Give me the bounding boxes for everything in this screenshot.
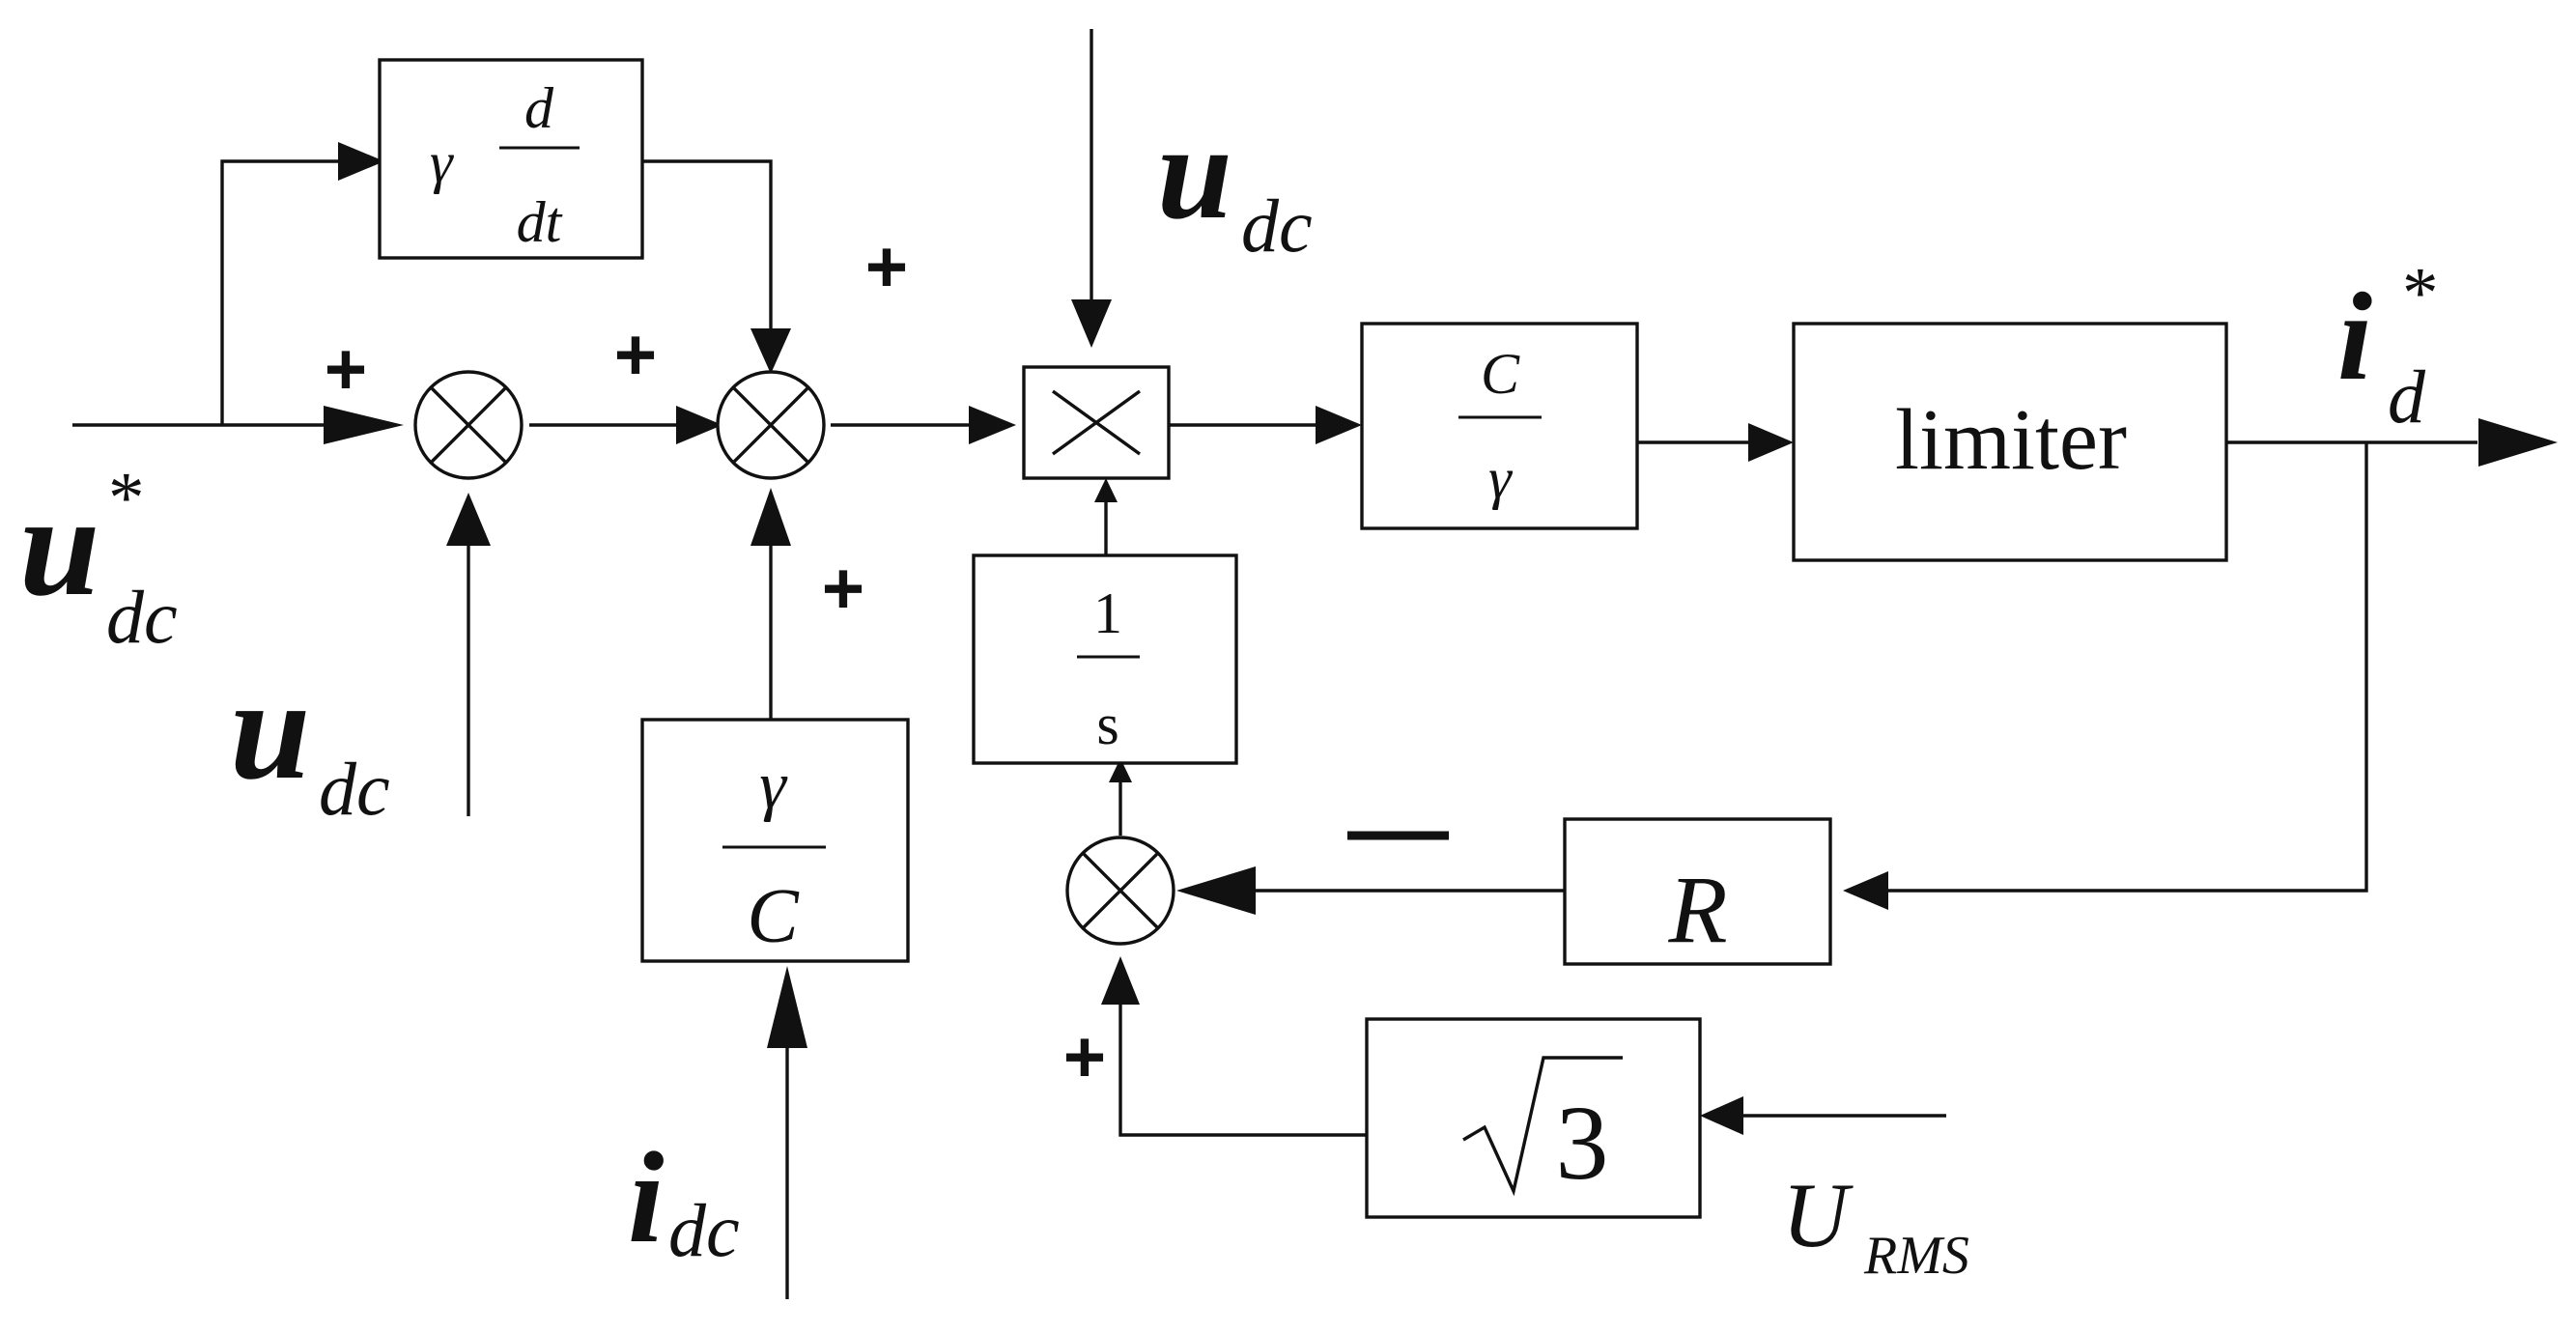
arrow-udc-into-multiplier xyxy=(1071,299,1112,348)
summing-junction-second xyxy=(716,370,826,480)
arrow-into-bottom-sum-from-sqrt3 xyxy=(1101,956,1140,1005)
arrow-idc-into-gamma-over-c xyxy=(767,966,807,1048)
gamma-over-c-c: C xyxy=(747,874,800,959)
sqrt3-label: 3 xyxy=(1462,1056,1623,1202)
arrow-current-reference-output xyxy=(2478,418,2558,467)
arrow-derivative-into-second-sum xyxy=(750,328,791,374)
limiter-label: limiter xyxy=(1895,392,2127,488)
summing-junction-bottom xyxy=(1065,836,1175,946)
resistance-label: R xyxy=(1667,856,1727,963)
c-over-gamma-gamma: γ xyxy=(1488,446,1513,510)
c-over-gamma-c: C xyxy=(1481,342,1520,406)
multiplier-cross xyxy=(1052,389,1141,456)
id-star: * xyxy=(2402,253,2439,333)
limiter-block xyxy=(1792,322,2228,562)
arrow-into-sqrt3 xyxy=(1700,1096,1743,1135)
c-over-gamma-label: C γ xyxy=(1458,342,1542,510)
sqrt3-block xyxy=(1365,1017,1702,1219)
sqrt3-output-wire xyxy=(1118,1005,1367,1137)
reference-dc: dc xyxy=(106,575,178,659)
idc-dc: dc xyxy=(668,1188,740,1272)
summing-junction-first xyxy=(413,370,524,480)
derivative-dt: dt xyxy=(517,190,563,254)
reference-star: * xyxy=(108,458,145,538)
urms-rms: RMS xyxy=(1863,1226,1969,1286)
d-current-reference-label: i * d xyxy=(2337,253,2439,439)
reference-u: u xyxy=(19,466,99,626)
dc-current-label: i dc xyxy=(628,1126,740,1272)
arrow-into-second-sum xyxy=(676,406,722,444)
derivative-branch-wire xyxy=(220,159,348,425)
left-dc-voltage-label: u dc xyxy=(230,649,390,831)
sqrt-radical xyxy=(1462,1056,1623,1197)
plus-sign-first-sum-left: + xyxy=(325,328,367,411)
gamma-over-c-label: γ C xyxy=(722,749,826,959)
id-d: d xyxy=(2388,355,2426,439)
signal-wires xyxy=(72,29,2477,1299)
integrator-s: s xyxy=(1096,693,1118,756)
top-dc: dc xyxy=(1241,184,1313,268)
derivative-gamma: γ xyxy=(430,130,454,194)
arrow-into-multiplier xyxy=(969,406,1016,444)
reference-dc-voltage-label: u * dc xyxy=(19,458,178,659)
integrator-one: 1 xyxy=(1093,581,1122,645)
arrow-integrator-into-multiplier xyxy=(1094,478,1118,502)
gamma-over-c-gamma: γ xyxy=(759,749,788,823)
derivative-block-label: γ d dt xyxy=(430,76,580,254)
plus-sign-second-sum-top: + xyxy=(865,226,908,308)
integrator-label: 1 s xyxy=(1077,581,1140,756)
arrow-bottom-sum-into-integrator xyxy=(1109,758,1132,782)
resistance-block xyxy=(1563,817,1832,966)
derivative-block xyxy=(378,58,644,260)
rms-voltage-label: U RMS xyxy=(1782,1164,1969,1286)
urms-u: U xyxy=(1782,1164,1854,1266)
arrow-into-first-sum xyxy=(324,406,404,444)
arrow-udc-into-first-sum xyxy=(446,493,491,546)
top-dc-voltage-label: u dc xyxy=(1157,98,1313,268)
top-u: u xyxy=(1157,98,1232,247)
arrowheads xyxy=(324,142,2558,1135)
arrow-into-bottom-sum-from-resistance xyxy=(1176,866,1256,915)
left-u: u xyxy=(230,649,310,809)
arrow-gamma-over-c-into-second-sum xyxy=(750,488,791,546)
arrow-into-c-over-gamma xyxy=(1316,406,1362,444)
sqrt-three: 3 xyxy=(1556,1084,1609,1202)
arrow-into-resistance xyxy=(1843,871,1888,910)
current-feedback-wire xyxy=(1883,442,2368,893)
c-over-gamma-block xyxy=(1360,322,1639,530)
idc-i: i xyxy=(628,1126,665,1270)
plus-sign-second-sum-bottom: + xyxy=(822,548,864,630)
integrator-block xyxy=(972,553,1238,765)
derivative-d: d xyxy=(524,76,554,140)
arrow-into-limiter xyxy=(1748,423,1794,462)
plus-sign-second-sum-left: + xyxy=(614,314,657,396)
derivative-output-wire xyxy=(642,159,773,343)
left-dc: dc xyxy=(319,747,390,831)
plus-sign-bottom-sum-lower: + xyxy=(1063,1016,1106,1098)
id-i: i xyxy=(2337,268,2372,407)
gamma-over-c-block xyxy=(640,718,910,963)
arrow-into-derivative xyxy=(338,142,384,181)
